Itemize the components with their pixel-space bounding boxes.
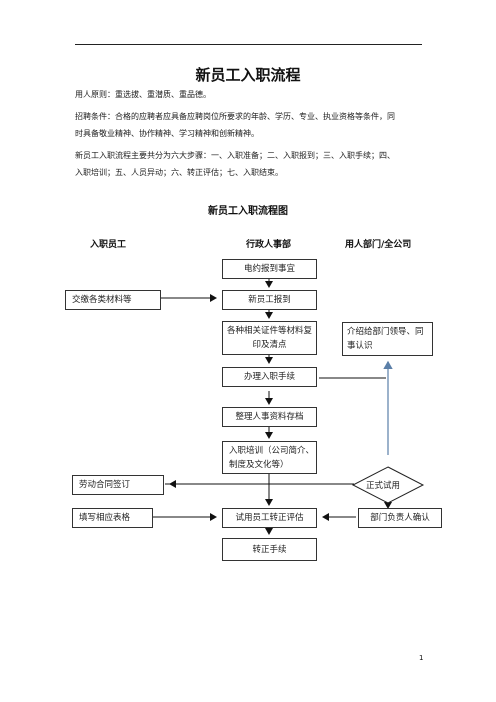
- page-number: 1: [419, 654, 424, 662]
- box-probation-evaluation: 试用员工转正评估: [222, 508, 317, 528]
- box-new-employee-report: 新员工报到: [222, 290, 317, 310]
- formal-trial-diamond: [351, 466, 425, 504]
- formal-trial-label: 正式试用: [366, 481, 401, 491]
- box-manager-confirmation: 部门负责人确认: [358, 508, 442, 528]
- document-title: 新员工入职流程: [195, 66, 301, 84]
- paragraph-line: 时具备敬业精神、协作精神、学习精神和创新精神。: [75, 129, 259, 138]
- box-submit-materials: 交缴各类材料等: [65, 290, 161, 310]
- box-fill-forms: 填写相应表格: [72, 508, 153, 528]
- box-introduce-to-department: 介绍给部门领导、同事认识: [342, 322, 433, 356]
- column-header-admin-hr: 行政人事部: [246, 240, 292, 250]
- paragraph-line: 用人原则：重选拔、重潜质、重品德。: [75, 90, 211, 99]
- paragraph-line: 新员工入职流程主要共分为六大步骤：一、入职准备；二、入职报到；三、入职手续；四、: [75, 151, 395, 160]
- box-confirmation-procedures: 转正手续: [222, 538, 317, 561]
- box-copy-documents: 各种相关证件等材料复印及清点: [222, 321, 317, 355]
- flowchart-title: 新员工入职流程图: [208, 206, 288, 217]
- column-header-new-employee: 入职员工: [90, 240, 127, 250]
- header-rule: [75, 44, 422, 45]
- box-archive-records: 整理人事资料存档: [222, 407, 317, 427]
- paragraph-line: 招聘条件：合格的应聘者应具备应聘岗位所要求的年龄、学历、专业、执业资格等条件，同: [75, 112, 395, 121]
- box-onboarding-procedures: 办理入职手续: [222, 367, 317, 387]
- box-onboarding-training: 入职培训（公司简介、制度及文化等）: [222, 441, 317, 474]
- column-header-department: 用人部门/全公司: [345, 240, 412, 250]
- box-contract-signing: 劳动合同签订: [72, 475, 164, 495]
- box-notify-report: 电约报到事宜: [222, 259, 317, 279]
- paragraph-line: 入职培训；五、人员异动；六、转正评估；七、入职结束。: [75, 168, 283, 177]
